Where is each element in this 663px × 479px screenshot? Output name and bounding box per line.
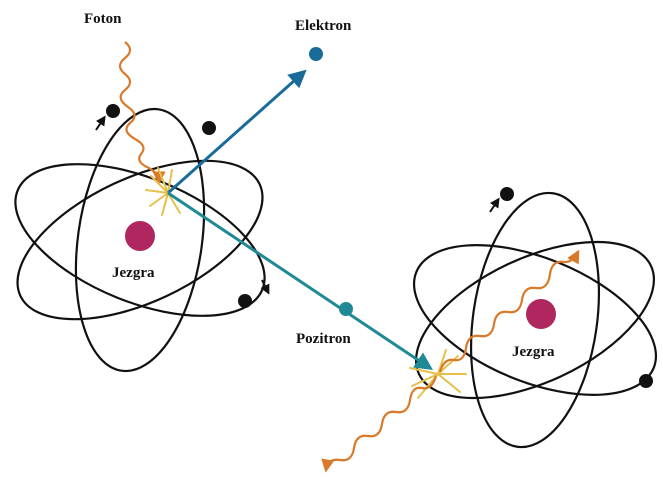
orbit-electron-right-2	[639, 374, 653, 388]
electron-track	[167, 69, 307, 195]
incoming-photon-wave	[118, 41, 166, 185]
interaction-flash-left	[145, 167, 181, 216]
orbit-right-3	[469, 191, 601, 449]
nucleus-left	[125, 221, 155, 251]
orbit-arrow-left-top	[95, 115, 106, 131]
outgoing-photon-down	[321, 375, 438, 473]
atom-right: Jezgra	[412, 187, 658, 449]
orbit-right-2	[414, 240, 656, 400]
atom-left: Jezgra	[14, 104, 270, 373]
orbit-arrow-left-bottom	[260, 279, 270, 295]
orbit-electron-left-3	[238, 294, 252, 308]
electron-particle	[309, 47, 323, 61]
nucleus-right	[526, 299, 556, 329]
electron-label: Elektron	[295, 18, 352, 34]
orbit-electron-right-1	[500, 187, 514, 201]
orbit-electron-left-2	[202, 121, 216, 135]
orbit-left-3	[74, 107, 206, 373]
positron-label: Pozitron	[296, 331, 351, 347]
orbit-left-2	[16, 159, 264, 321]
outgoing-photon-up	[438, 249, 580, 373]
positron-track	[167, 191, 433, 370]
nucleus-left-label: Jezgra	[112, 265, 155, 281]
photon-label: Foton	[84, 11, 122, 27]
nucleus-right-label: Jezgra	[512, 344, 555, 360]
orbit-arrow-right-top	[489, 197, 500, 213]
orbit-electron-left-1	[106, 104, 120, 118]
positron-particle	[339, 302, 353, 316]
